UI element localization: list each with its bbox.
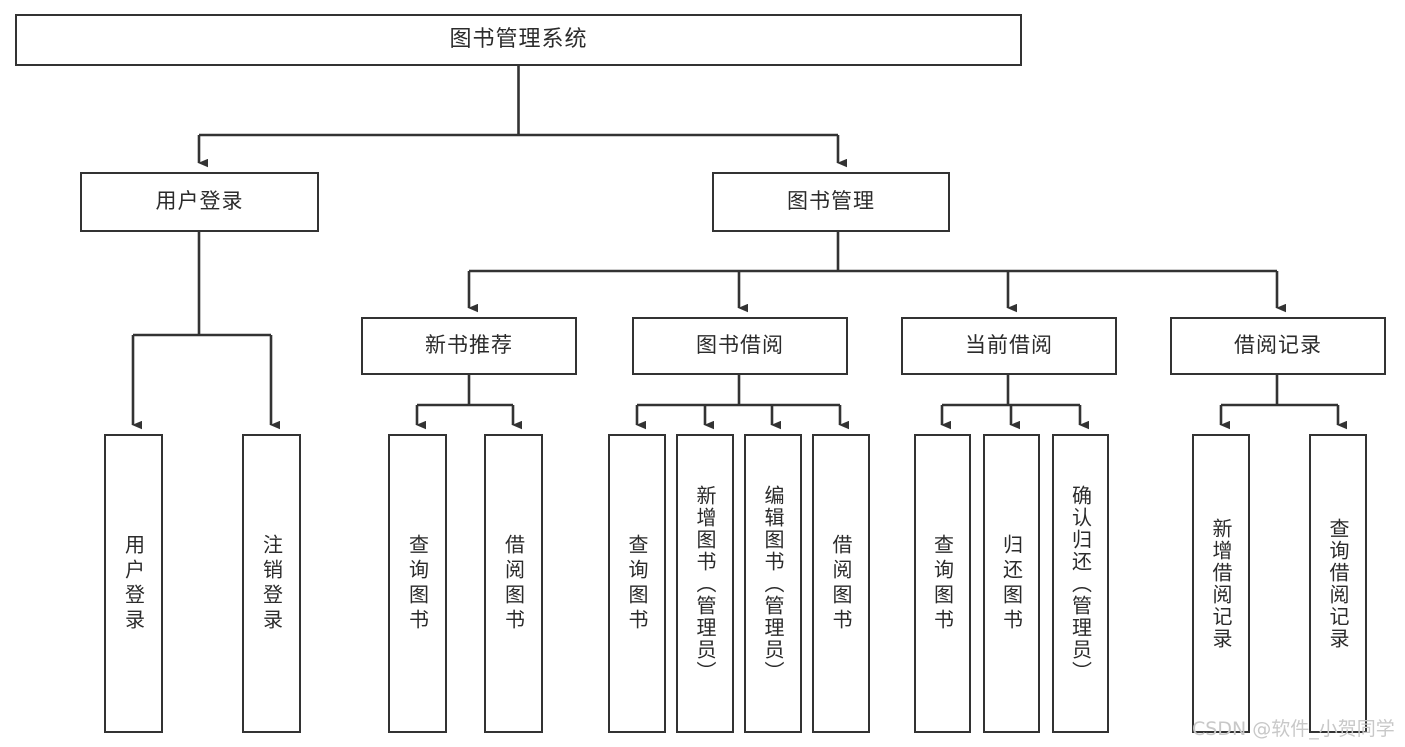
leaf-current-borrow-return-book[interactable]: 归还图书 — [983, 434, 1040, 733]
node-current-borrow[interactable]: 当前借阅 — [901, 317, 1117, 375]
leaf-current-borrow-confirm-return-admin[interactable]: 确认归还（管理员） — [1052, 434, 1109, 733]
leaf-user-login-login[interactable]: 用户登录 — [104, 434, 163, 733]
leaf-borrow-record-add-record[interactable]: 新增借阅记录 — [1192, 434, 1250, 733]
leaf-book-borrow-query-book[interactable]: 查询图书 — [608, 434, 666, 733]
node-root-book-management-system[interactable]: 图书管理系统 — [15, 14, 1022, 66]
leaf-new-book-query-book[interactable]: 查询图书 — [388, 434, 447, 733]
leaf-user-login-logout[interactable]: 注销登录 — [242, 434, 301, 733]
leaf-borrow-record-query-record[interactable]: 查询借阅记录 — [1309, 434, 1367, 733]
node-user-login[interactable]: 用户登录 — [80, 172, 319, 232]
node-borrow-record[interactable]: 借阅记录 — [1170, 317, 1386, 375]
csdn-watermark: CSDN @软件_小贺同学 — [1192, 718, 1395, 740]
leaf-new-book-borrow-book[interactable]: 借阅图书 — [484, 434, 543, 733]
node-book-management[interactable]: 图书管理 — [712, 172, 950, 232]
node-book-borrow[interactable]: 图书借阅 — [632, 317, 848, 375]
leaf-current-borrow-query-book[interactable]: 查询图书 — [914, 434, 971, 733]
leaf-book-borrow-borrow-book[interactable]: 借阅图书 — [812, 434, 870, 733]
leaf-book-borrow-add-book-admin[interactable]: 新增图书（管理员） — [676, 434, 734, 733]
node-new-book-recommend[interactable]: 新书推荐 — [361, 317, 577, 375]
leaf-book-borrow-edit-book-admin[interactable]: 编辑图书（管理员） — [744, 434, 802, 733]
